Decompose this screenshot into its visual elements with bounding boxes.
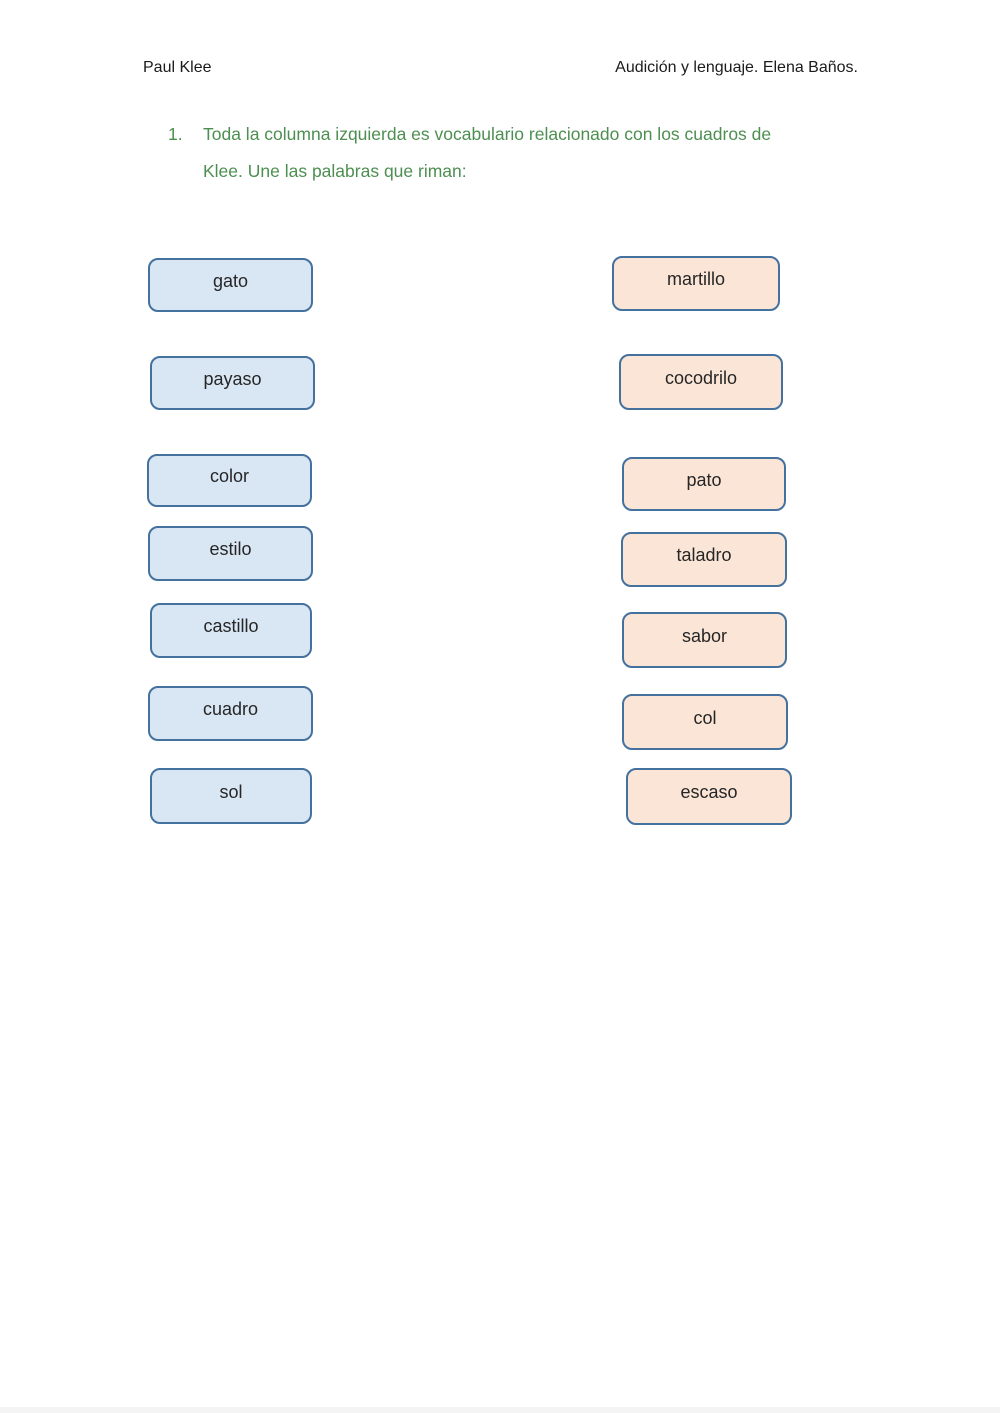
header-subject: Audición y lenguaje. Elena Baños. xyxy=(615,59,858,76)
word-label: sol xyxy=(219,781,243,802)
word-label: col xyxy=(693,707,717,728)
word-label: castillo xyxy=(203,616,259,636)
word-label: martillo xyxy=(666,269,725,289)
header-author: Paul Klee xyxy=(143,59,212,76)
right-word-box[interactable]: sabor xyxy=(622,612,787,668)
left-word-box[interactable]: estilo xyxy=(148,526,313,581)
word-label: gato xyxy=(212,270,249,291)
word-label: payaso xyxy=(203,368,262,389)
right-word-box[interactable]: pato xyxy=(622,457,786,511)
word-label: cuadro xyxy=(202,699,259,719)
instruction-line-1: Toda la columna izquierda es vocabulario… xyxy=(203,124,772,144)
instruction-line-2: Klee. Une las palabras que riman: xyxy=(203,161,467,181)
exercise-instruction: 1. Toda la columna izquierda es vocabula… xyxy=(168,116,771,190)
left-word-box[interactable]: payaso xyxy=(150,356,315,410)
word-label: pato xyxy=(686,469,722,490)
word-label: escaso xyxy=(680,782,738,802)
word-label: taladro xyxy=(676,545,732,565)
page-bottom-cutoff-band xyxy=(0,1407,1000,1413)
left-word-box[interactable]: sol xyxy=(150,768,312,824)
instruction-text: Toda la columna izquierda es vocabulario… xyxy=(203,116,771,190)
word-label: color xyxy=(209,466,249,486)
left-word-box[interactable]: gato xyxy=(148,258,313,312)
word-label: estilo xyxy=(209,539,252,559)
right-word-box[interactable]: col xyxy=(622,694,788,750)
left-word-box[interactable]: castillo xyxy=(150,603,312,658)
right-word-box[interactable]: escaso xyxy=(626,768,792,825)
word-label: sabor xyxy=(681,625,728,646)
left-word-box[interactable]: color xyxy=(147,454,312,507)
left-word-box[interactable]: cuadro xyxy=(148,686,313,741)
word-label: cocodrilo xyxy=(664,367,738,388)
right-word-box[interactable]: cocodrilo xyxy=(619,354,783,410)
exercise-number: 1. xyxy=(168,124,183,144)
right-word-box[interactable]: martillo xyxy=(612,256,780,311)
right-word-box[interactable]: taladro xyxy=(621,532,787,587)
